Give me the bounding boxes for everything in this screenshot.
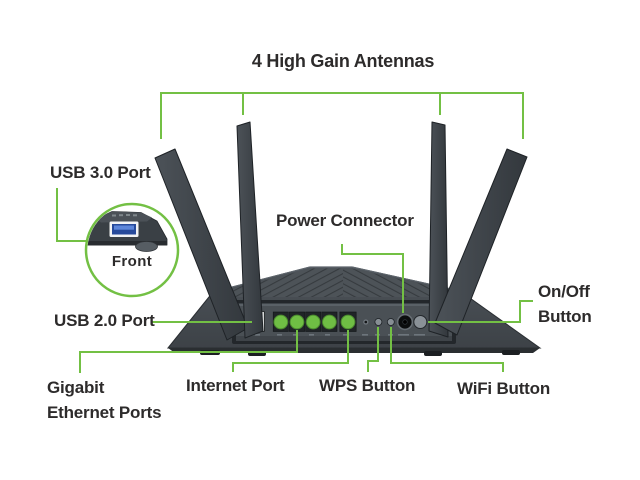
lan-port-highlight	[305, 314, 321, 330]
roof-vent-pattern-right	[343, 268, 456, 297]
callout-line-gigabit	[79, 330, 298, 373]
callout-line-internet	[232, 330, 349, 372]
roof-ridge	[212, 266, 461, 293]
callout-lines	[56, 92, 533, 373]
callout-line-antennas-bracket	[160, 92, 524, 139]
internet-port-highlight	[340, 314, 356, 330]
wps-button	[374, 318, 383, 326]
callout-line-onoff	[428, 300, 533, 323]
antenna-inner-left	[236, 121, 264, 339]
lan-port-highlight	[289, 314, 305, 330]
callout-line-power	[341, 244, 404, 313]
label-wifi-button: WiFi Button	[457, 379, 551, 398]
label-usb2-port: USB 2.0 Port	[54, 311, 155, 330]
roof-vent-pattern-left	[218, 268, 343, 297]
front-foot	[135, 241, 158, 252]
foot	[502, 350, 520, 355]
antennas	[154, 121, 528, 341]
antenna-inner-right	[428, 121, 449, 338]
inset-ring	[84, 202, 180, 298]
wifi-button	[386, 318, 395, 326]
antenna-outer-right	[434, 148, 528, 336]
callout-line-wps	[367, 327, 379, 372]
foot	[424, 351, 442, 356]
label-power-connector: Power Connector	[276, 211, 414, 230]
on-off-button	[413, 315, 428, 329]
lan-port-highlight	[273, 314, 289, 330]
lan-port-highlight	[322, 314, 337, 330]
callout-line-usb3	[56, 188, 87, 242]
front-usb3-inset	[84, 202, 180, 298]
diagram-title: 4 High Gain Antennas	[251, 51, 435, 71]
callout-line-wifi	[390, 327, 504, 372]
label-front: Front	[111, 253, 153, 270]
front-vent-slots	[112, 214, 137, 217]
label-usb3-port: USB 3.0 Port	[50, 163, 151, 182]
label-gigabit-ethernet-ports: Gigabit Ethernet Ports	[47, 378, 162, 422]
label-on-off-button: On/Off Button	[538, 282, 592, 326]
label-internet-port: Internet Port	[186, 376, 285, 395]
label-wps-button: WPS Button	[319, 376, 416, 395]
